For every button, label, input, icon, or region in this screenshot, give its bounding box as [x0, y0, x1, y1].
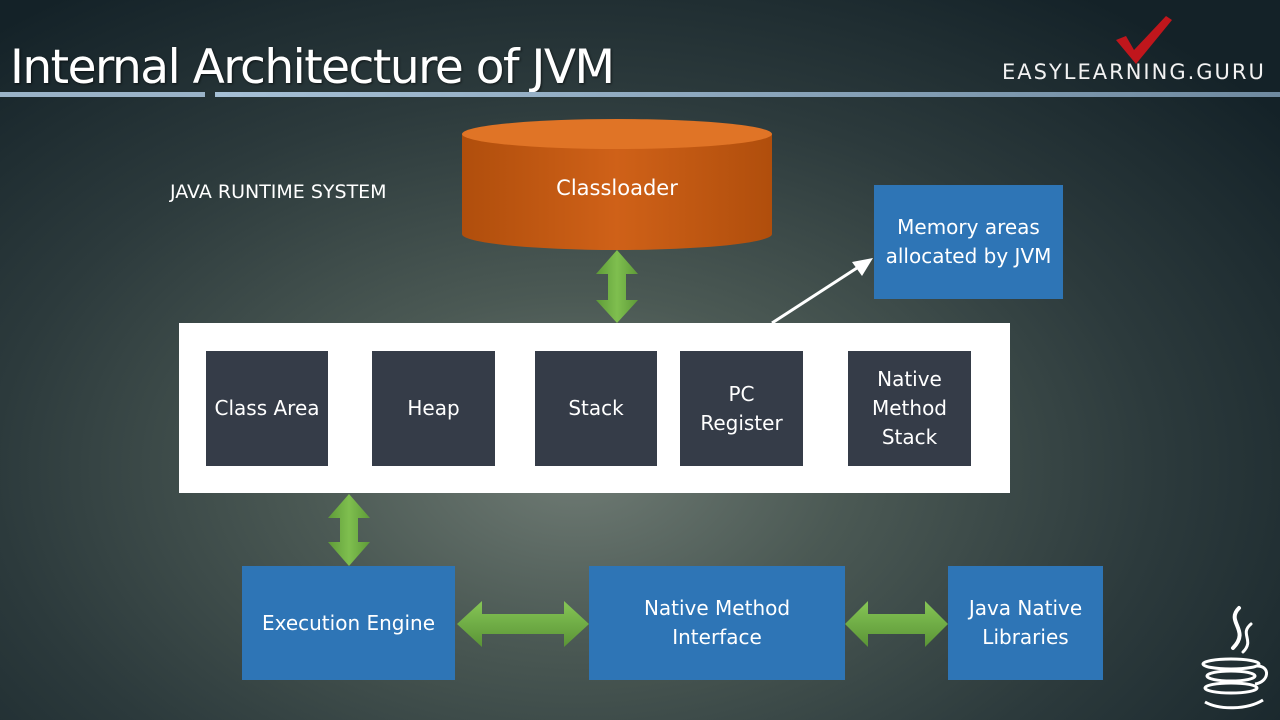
memory-areas-box: Memory areas allocated by JVM — [874, 185, 1063, 299]
class-area-label: Class Area — [214, 396, 320, 420]
title-underline-right — [215, 92, 1280, 97]
java-native-libraries-box: Java Native Libraries — [948, 566, 1103, 680]
execution-engine-box: Execution Engine — [242, 566, 455, 680]
stack-label: Stack — [568, 396, 624, 420]
brand-logo-text: EASYLEARNING.GURU — [1002, 60, 1266, 84]
red-check-icon — [1116, 16, 1172, 64]
stack-box: Stack — [535, 351, 657, 466]
runtime-execution-arrow — [328, 494, 370, 566]
memory-pointer-head — [852, 258, 873, 276]
native-method-stack-box: Native Method Stack — [848, 351, 971, 466]
java-coffee-cup-icon — [1201, 606, 1268, 710]
native-method-interface-box: Native Method Interface — [589, 566, 845, 680]
classloader-label: Classloader — [556, 176, 678, 200]
memory-areas-label: Memory areas allocated by JVM — [885, 215, 1052, 268]
java-native-libraries-label: Java Native Libraries — [968, 596, 1083, 649]
native-method-stack-label: Native Method Stack — [871, 367, 947, 449]
engine-interface-arrow — [457, 601, 589, 647]
classloader-cylinder — [462, 119, 772, 250]
heap-label: Heap — [407, 396, 460, 420]
pc-register-box: PC Register — [680, 351, 803, 466]
slide-title: Internal Architecture of JVM — [10, 40, 615, 95]
native-method-interface-label: Native Method Interface — [643, 596, 791, 649]
memory-pointer-line — [771, 264, 861, 325]
heap-box: Heap — [372, 351, 495, 466]
execution-engine-label: Execution Engine — [261, 610, 436, 635]
runtime-system-label: JAVA RUNTIME SYSTEM — [170, 181, 387, 203]
classloader-runtime-arrow — [596, 250, 638, 323]
pc-register-label: PC Register — [700, 381, 783, 435]
class-area-box: Class Area — [206, 351, 328, 466]
title-underline-left — [0, 92, 205, 97]
interface-libraries-arrow — [845, 601, 948, 647]
